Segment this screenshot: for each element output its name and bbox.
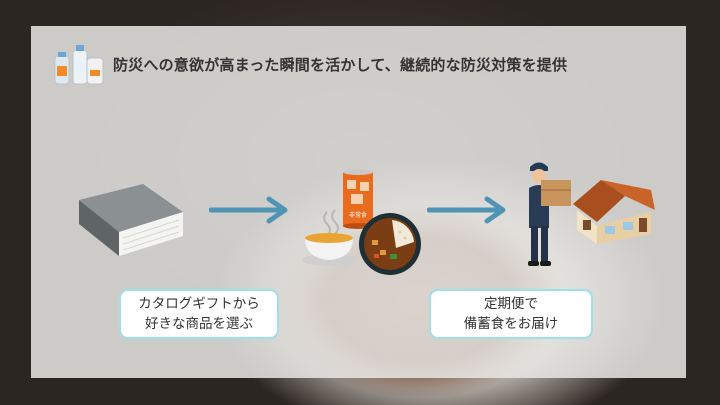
soup-cup-icon xyxy=(302,209,356,266)
slide-panel: 防災への意欲が高まった瞬間を活かして、継続的な防災対策を提供 非常食 xyxy=(31,26,686,378)
step1-line1: カタログギフトから xyxy=(138,296,260,312)
step2-line1: 定期便で xyxy=(484,296,538,312)
title-row: 防災への意欲が高まった瞬間を活かして、継続的な防災対策を提供 xyxy=(53,42,567,86)
arrow-right-icon xyxy=(427,196,506,224)
step1-line2: 好きな商品を選ぶ xyxy=(145,316,253,332)
step2-label-box: 定期便で 備蓄食をお届け xyxy=(429,289,593,339)
arrow-right-icon xyxy=(209,196,288,224)
water-bottles-icon xyxy=(54,45,104,85)
house-icon xyxy=(573,180,655,244)
step2-line2: 備蓄食をお届け xyxy=(463,316,559,332)
curry-plate-icon xyxy=(359,213,421,275)
step1-label-box: カタログギフトから 好きな商品を選ぶ xyxy=(119,289,279,339)
slide-title: 防災への意欲が高まった瞬間を活かして、継続的な防災対策を提供 xyxy=(113,55,568,74)
catalog-book-icon xyxy=(79,184,183,256)
delivery-person-icon xyxy=(528,162,571,266)
can-label: 非常食 xyxy=(349,211,367,219)
